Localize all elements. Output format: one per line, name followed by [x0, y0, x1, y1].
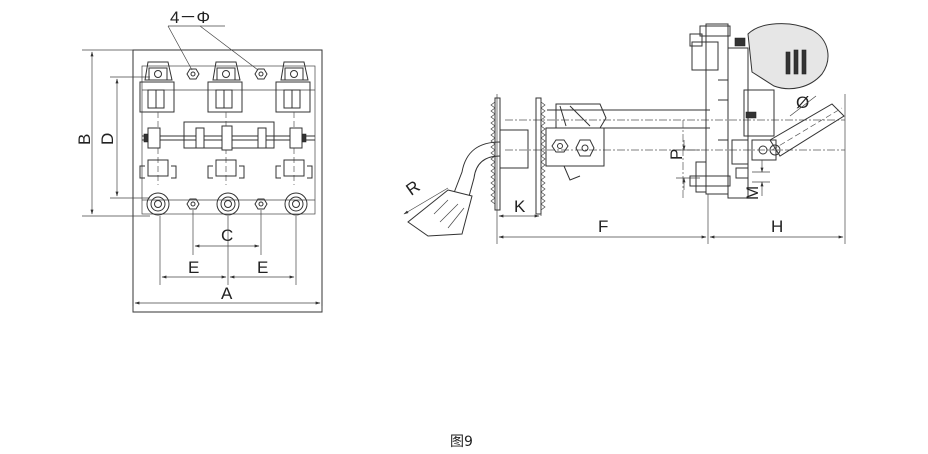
dim-E-left-label: E [188, 258, 199, 277]
operating-shaft [142, 121, 315, 151]
side-view: R K F H P M Ø [403, 23, 846, 244]
coupling-mechanism [545, 103, 607, 181]
dim-B-label: B [75, 134, 94, 145]
dim-R-label: R [403, 177, 424, 200]
dim-C-label: C [221, 226, 233, 245]
output-lever [769, 103, 845, 157]
handle-arm [407, 141, 501, 237]
pole-1 [139, 61, 177, 216]
dim-K-label: K [514, 197, 526, 216]
pole-2 [207, 61, 245, 216]
dim-A-label: A [221, 284, 233, 303]
dim-H-label: H [771, 217, 783, 236]
switch-knob [747, 23, 829, 90]
hole-spec-label: 4－Φ [170, 8, 210, 27]
dim-D-label: D [98, 133, 117, 145]
dim-M-label: M [743, 186, 762, 200]
dim-E-right-label: E [257, 258, 268, 277]
front-view: 4－Φ B D C E E A [75, 8, 323, 313]
dim-P-label: P [667, 149, 686, 160]
dim-F-label: F [598, 217, 608, 236]
mounting-holes [186, 68, 268, 210]
dim-phi-label: Ø [796, 93, 809, 112]
figure-caption: 图9 [450, 434, 473, 450]
switch-body [689, 23, 781, 199]
